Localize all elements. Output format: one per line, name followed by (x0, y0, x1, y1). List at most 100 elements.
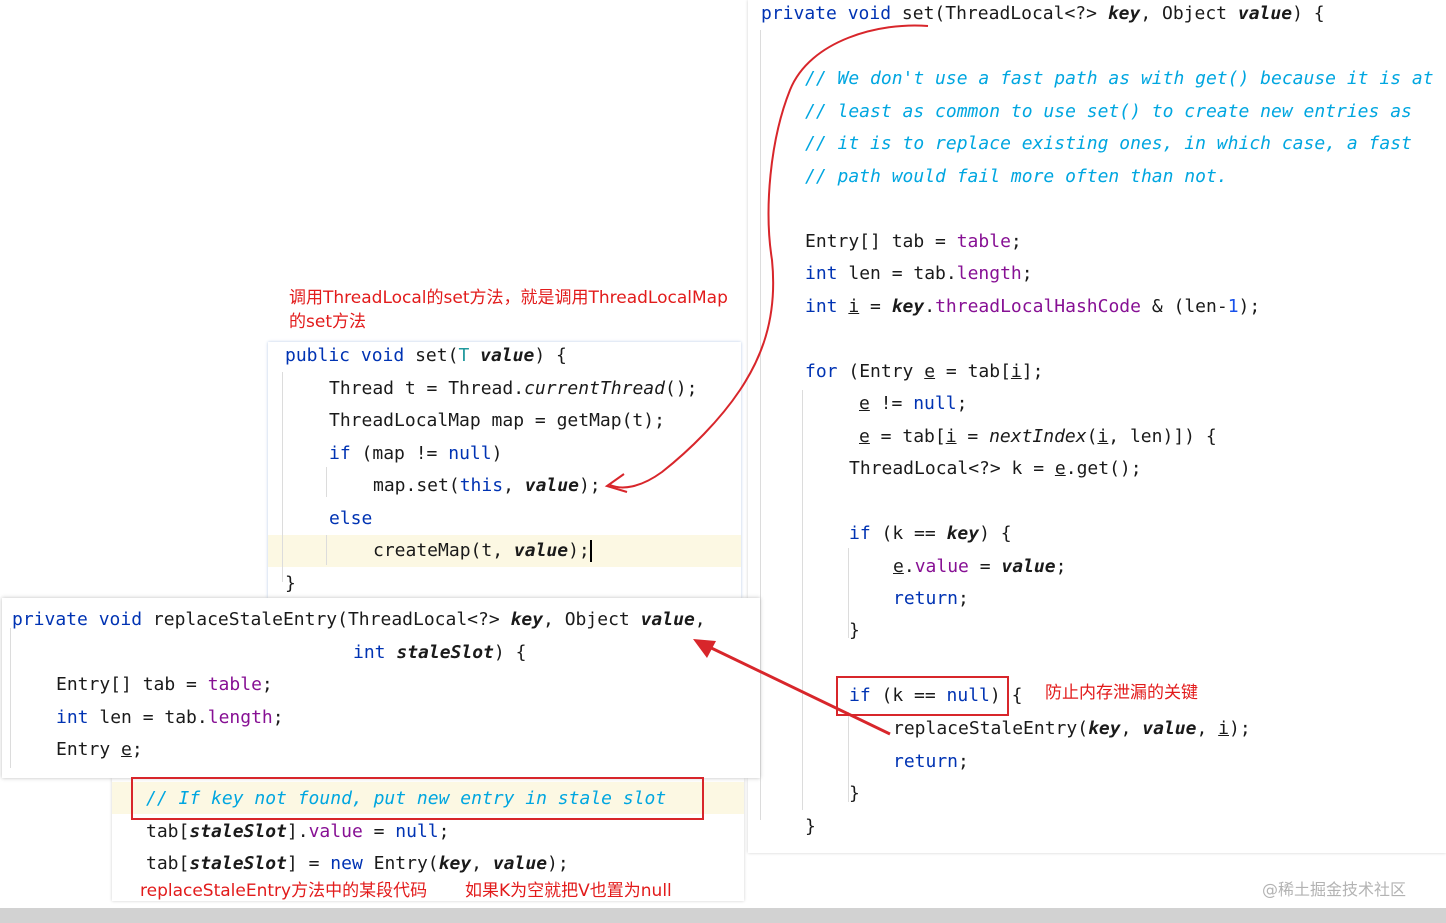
code-text: , len)]) { (1108, 426, 1217, 447)
code-text: Entry (56, 739, 122, 760)
code-line: int len = tab.length; (805, 258, 1033, 290)
code-line: } (805, 816, 816, 837)
method-call: currentThread (524, 378, 665, 399)
variable: e (1054, 458, 1066, 479)
number: 1 (1227, 296, 1239, 317)
param: value (492, 853, 548, 874)
field: length (207, 707, 273, 728)
code-text: , (471, 853, 493, 874)
code-text: = tab[ (869, 426, 946, 447)
code-text: & (len- (1140, 296, 1228, 317)
annotation-set-call-cont: 的set方法 (289, 312, 366, 332)
indent-guide (848, 548, 849, 638)
code-line: Thread t = Thread.currentThread(); (329, 373, 697, 405)
code-line: tab[staleSlot] = new Entry(key, value); (146, 848, 569, 880)
method-signature: public void set(T value) { (285, 342, 567, 372)
keyword: null (395, 821, 439, 842)
variable: i (848, 296, 860, 317)
keyword: return (893, 588, 959, 609)
code-text (838, 296, 849, 317)
code-text: ; (261, 674, 273, 695)
field: table (207, 674, 262, 695)
code-line: for (Entry e = tab[i]; (805, 356, 1043, 388)
method-signature: private void set(ThreadLocal<?> key, Obj… (761, 0, 1325, 30)
code-comment: // If key not found, put new entry in st… (146, 788, 667, 809)
indent-guide (326, 467, 327, 497)
code-text: ; (1055, 556, 1067, 577)
code-text: ; (272, 707, 284, 728)
indent-guide (10, 628, 11, 768)
method-signature-cont: int staleSlot) { (353, 637, 526, 669)
code-comment: // least as common to use set() to creat… (805, 101, 1412, 122)
code-text: (k == (870, 523, 947, 544)
keyword: private (12, 609, 88, 630)
current-line-highlight (112, 782, 744, 814)
code-text: ) { (979, 523, 1012, 544)
code-text: , (1120, 718, 1143, 739)
code-text: ) (491, 443, 503, 464)
code-text: ); (1229, 718, 1251, 739)
code-text: ; (131, 739, 143, 760)
code-text: = (362, 821, 396, 842)
keyword: null (913, 393, 957, 414)
method-call: nextIndex (989, 426, 1087, 447)
key-check-highlight-box (836, 676, 1009, 716)
code-text: ); (1238, 296, 1261, 317)
code-line: else (329, 508, 373, 529)
variable: i (945, 426, 957, 447)
variable: e (859, 426, 870, 447)
variable: e (893, 556, 904, 577)
code-text: , (503, 475, 525, 496)
variable: i (1097, 426, 1109, 447)
code-text: ; (956, 393, 968, 414)
code-line: ThreadLocalMap map = getMap(t); (329, 410, 665, 431)
type-param: T (458, 345, 470, 366)
keyword: this (459, 475, 504, 496)
keyword: private (761, 3, 837, 24)
param: value (1001, 556, 1056, 577)
code-text: ; (958, 751, 969, 772)
code-text: , Object (543, 609, 641, 630)
field: value (308, 821, 363, 842)
code-text: tab[ (146, 821, 190, 842)
keyword: int (353, 642, 386, 663)
annotation-memory-leak-key: 防止内存泄漏的关键 (1045, 683, 1198, 703)
code-text: len = tab. (88, 707, 208, 728)
code-text (469, 345, 480, 366)
code-text: ) { (1292, 3, 1325, 24)
variable: i (1218, 718, 1229, 739)
code-text: ) { (534, 345, 567, 366)
variable: i (1010, 361, 1022, 382)
keyword: null (946, 685, 990, 706)
code-text: (); (664, 378, 698, 399)
keyword: for (805, 361, 838, 382)
code-text: = (859, 296, 892, 317)
param: value (1237, 3, 1293, 24)
code-text: Entry( (362, 853, 439, 874)
code-text: , (694, 609, 706, 630)
code-comment: // We don't use a fast path as with get(… (805, 68, 1434, 89)
method-name: set( (415, 345, 459, 366)
param: value (480, 345, 535, 366)
code-text: .get(); (1065, 458, 1142, 479)
code-text: ( (1086, 426, 1098, 447)
indent-guide (282, 372, 283, 582)
annotation-replace-stale-snippet: replaceStaleEntry方法中的某段代码 (140, 881, 428, 901)
code-text: = (956, 426, 990, 447)
left-code-panel: private void replaceStaleEntry(ThreadLoc… (2, 598, 760, 778)
code-line: tab[staleSlot].value = null; (146, 816, 450, 848)
code-text: = tab[ (935, 361, 1011, 382)
code-text: ); (578, 475, 601, 496)
code-line: } (849, 783, 860, 804)
param: key (438, 853, 472, 874)
keyword: int (805, 296, 838, 317)
keyword: int (56, 707, 89, 728)
param: key (946, 523, 980, 544)
code-text: ThreadLocal<?> k = (849, 458, 1055, 479)
indent-guide (760, 30, 761, 820)
code-text: , (1196, 718, 1219, 739)
code-line: e.value = value; (893, 551, 1066, 583)
code-line: Entry e; (56, 734, 143, 766)
keyword: public (285, 345, 351, 366)
param: value (513, 540, 569, 561)
